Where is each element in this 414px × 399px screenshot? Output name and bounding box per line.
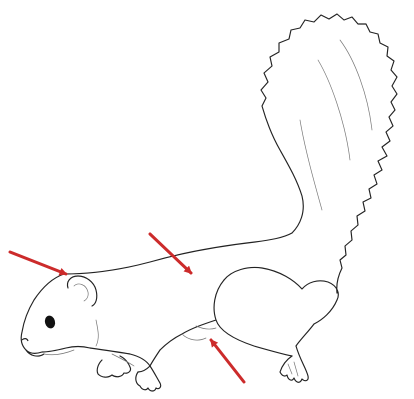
squirrel-eye <box>43 314 56 329</box>
squirrel-ear <box>67 276 96 306</box>
squirrel-tail <box>261 14 397 293</box>
squirrel-head <box>21 274 98 356</box>
squirrel-front-leg <box>90 348 161 391</box>
arrow-hind-leg <box>211 340 244 382</box>
squirrel-haunch <box>214 268 338 357</box>
squirrel-nose <box>22 339 28 341</box>
squirrel-hind-foot <box>280 346 308 382</box>
arrow-ear <box>10 252 66 274</box>
squirrel-belly <box>160 320 216 350</box>
